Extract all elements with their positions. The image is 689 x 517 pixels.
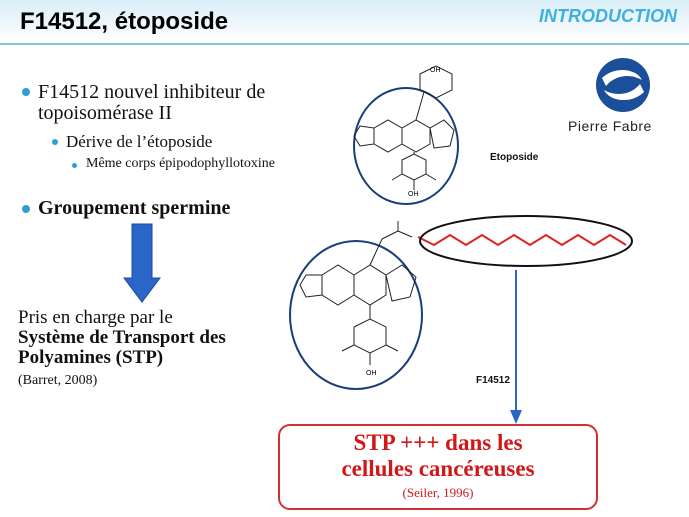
conclusion-citation: (Seiler, 1996)	[402, 484, 474, 500]
transport-prefix: Pris en charge par le	[18, 307, 173, 328]
pierre-fabre-logo-icon	[596, 58, 650, 112]
svg-text:OH: OH	[430, 67, 441, 74]
slide-title: F14512, étoposide	[20, 8, 229, 35]
bullet-spermine: Groupement spermine	[38, 197, 231, 219]
etoposide-label: Etoposide	[490, 152, 539, 163]
bullet-inhibitor: F14512 nouvel inhibiteur de topoisoméras…	[38, 81, 266, 124]
bullet-dot	[22, 205, 30, 213]
bullet-corps: Même corps épipodophyllotoxine	[86, 156, 275, 171]
conclusion-box: STP +++ dans les cellules cancéreuses (S…	[278, 424, 598, 510]
svg-text:OH: OH	[366, 370, 377, 377]
conclusion-line-1: STP +++ dans les	[353, 430, 523, 455]
f14512-label: F14512	[476, 375, 510, 386]
down-arrow-icon	[123, 223, 161, 303]
section-label: INTRODUCTION	[539, 6, 677, 26]
header-divider	[0, 43, 689, 45]
logo-name: Pierre Fabre	[568, 118, 652, 134]
bullet-dot	[72, 163, 77, 168]
transport-citation: (Barret, 2008)	[18, 373, 98, 388]
etoposide-structure: OH OH	[353, 65, 459, 205]
conclusion-line-2: cellules cancéreuses	[341, 456, 535, 482]
connector-arrow-icon	[510, 270, 522, 424]
header-band	[0, 0, 689, 40]
bullet-dot	[22, 88, 30, 96]
bullet-derive: Dérive de l’étoposide	[66, 132, 213, 151]
svg-text:OH: OH	[408, 191, 419, 198]
transport-system: Système de Transport des Polyamines (STP…	[18, 326, 226, 368]
f14512-structure: OH	[289, 215, 633, 390]
bullet-dot	[52, 139, 58, 145]
